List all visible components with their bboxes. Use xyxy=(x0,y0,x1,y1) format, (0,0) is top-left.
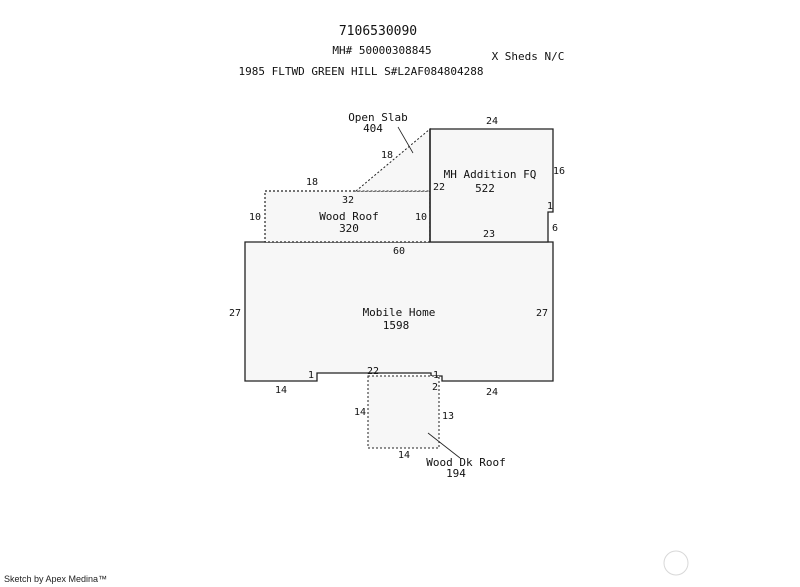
wood-deck-outline xyxy=(367,375,440,449)
dim-deck-bottom: 14 xyxy=(398,450,410,461)
dim-mh-left: 27 xyxy=(229,308,241,319)
dim-wood-roof-right: 10 xyxy=(415,212,427,223)
dim-addition-bottom: 23 xyxy=(483,229,495,240)
dim-slab-diagonal: 18 xyxy=(381,150,393,161)
dim-mh-top: 60 xyxy=(393,246,405,257)
wood-deck-area: 194 xyxy=(446,467,466,480)
mh-addition-label: MH Addition FQ xyxy=(444,168,537,181)
parcel-number: 7106530090 xyxy=(339,24,417,39)
dim-mh-notch-left: 1 xyxy=(308,370,314,381)
dim-mh-notch-top: 22 xyxy=(367,366,379,377)
open-slab-label: Open Slab xyxy=(348,111,408,124)
dim-mh-right: 27 xyxy=(536,308,548,319)
sketch-credit: Sketch by Apex Medina™ xyxy=(4,574,108,584)
dim-addition-step: 1 xyxy=(547,201,553,212)
mobile-home-outline xyxy=(244,241,554,382)
mh-addition-area: 522 xyxy=(475,182,495,195)
dim-mh-bottom-left: 14 xyxy=(275,385,287,396)
open-slab-area: 404 xyxy=(363,122,383,135)
dim-deck-right: 13 xyxy=(442,411,454,422)
mobile-home-label: Mobile Home xyxy=(363,306,436,319)
dim-addition-right: 16 xyxy=(553,166,565,177)
dim-addition-top: 24 xyxy=(486,116,498,127)
home-description: 1985 FLTWD GREEN HILL S#L2AF084804288 xyxy=(238,65,483,78)
watermark-circle xyxy=(663,550,689,576)
dim-wood-roof-left: 10 xyxy=(249,212,261,223)
mh-number: MH# 50000308845 xyxy=(332,44,431,57)
sheds-note: X Sheds N/C xyxy=(492,50,565,63)
wood-roof-area: 320 xyxy=(339,222,359,235)
dim-slab-top: 18 xyxy=(306,177,318,188)
dim-deck-left: 14 xyxy=(354,407,366,418)
dim-addition-right-lower: 6 xyxy=(552,223,558,234)
dim-slab-base: 32 xyxy=(342,195,354,206)
open-slab-leader xyxy=(397,126,414,154)
deck-leader xyxy=(427,432,461,459)
wood-deck-label: Wood Dk Roof xyxy=(426,456,505,469)
dim-mh-notch-right: 1 xyxy=(433,370,439,381)
open-slab-outline xyxy=(354,127,431,192)
wood-roof-label: Wood Roof xyxy=(319,210,379,223)
dim-slab-right: 22 xyxy=(433,182,445,193)
dim-mh-bottom-right: 24 xyxy=(486,387,498,398)
mobile-home-area: 1598 xyxy=(383,319,410,332)
dim-mh-notch-drop: 2 xyxy=(432,382,438,393)
